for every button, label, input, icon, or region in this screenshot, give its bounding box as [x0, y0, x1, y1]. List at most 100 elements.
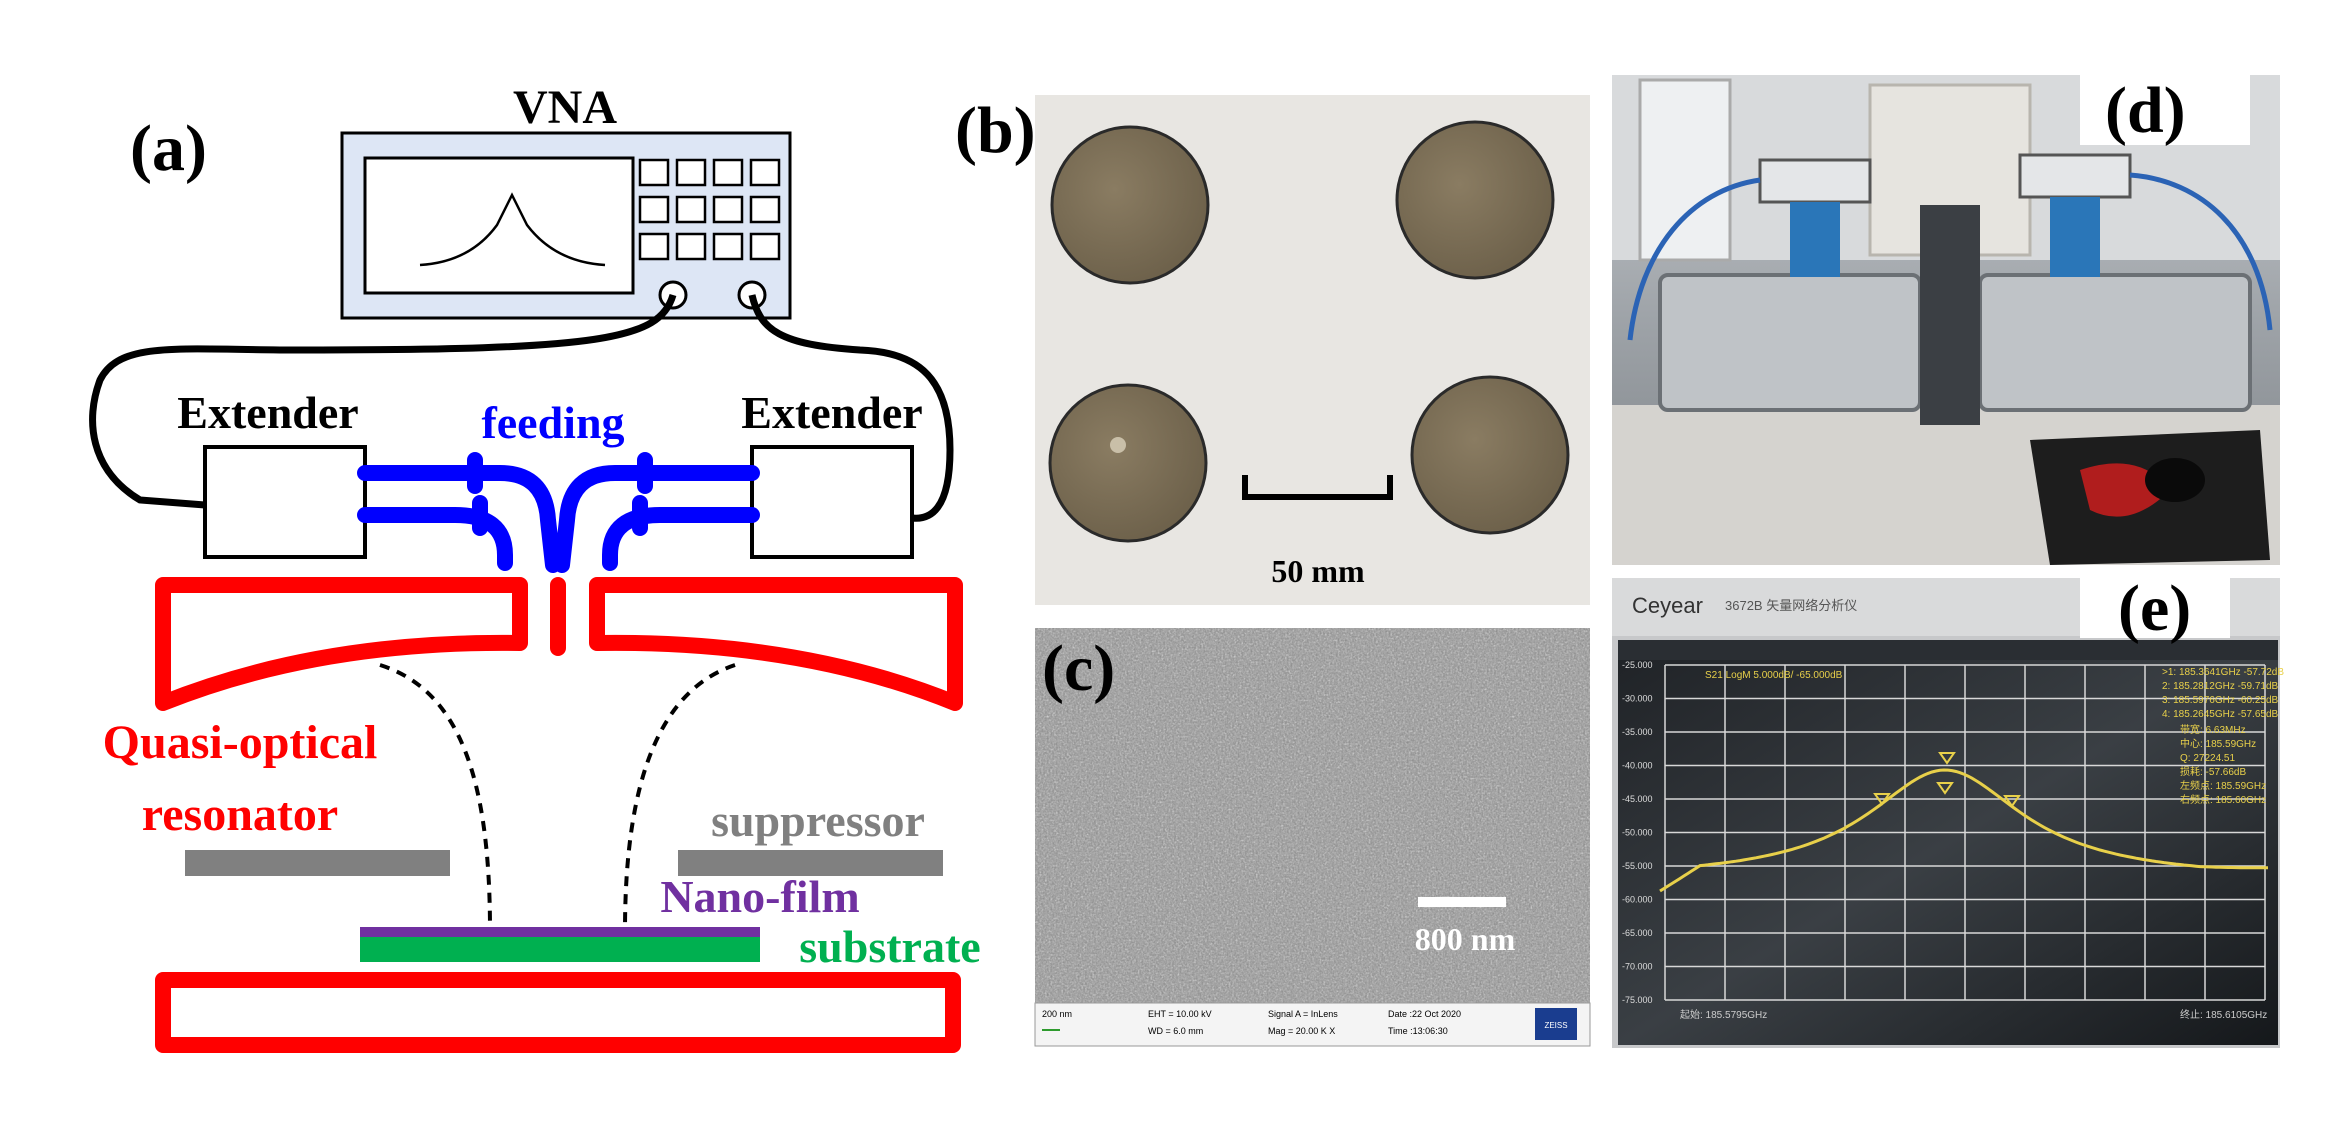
sample-scale-bar [1242, 475, 1393, 500]
vna-instrument: VNA [340, 81, 792, 320]
substrate-label: substrate [799, 921, 980, 972]
sem-footer-wd: WD = 6.0 mm [1148, 1026, 1203, 1036]
vna-y-tick-label: -75.000 [1622, 995, 1653, 1005]
panel-label-b: (b) [955, 94, 1036, 167]
extender-left-label: Extender [177, 387, 358, 438]
resonator-label-line2: resonator [142, 788, 338, 841]
vna-marker-4: 4: 185.2645GHz -57.65dB [2162, 709, 2279, 720]
panel-label-d: (d) [2105, 74, 2186, 147]
cable-left [89, 293, 677, 509]
beam-left [379, 663, 492, 931]
vna-brand: Ceyear [1632, 593, 1703, 618]
vna-start-label: 起始: 185.5795GHz [1680, 1008, 1767, 1021]
sem-panel: 200 nm EHT = 10.00 kV WD = 6.0 mm Signal… [1034, 628, 1591, 1047]
suppressor-right [678, 850, 943, 876]
sem-footer-signal: Signal A = InLens [1268, 1009, 1338, 1019]
sem-footer-mag: Mag = 20.00 K X [1268, 1026, 1335, 1036]
sem-footer-bar [1034, 1002, 1591, 1047]
sample-photo-panel: 50 mm (b) [955, 94, 1590, 605]
vna-stop-label: 终止: 185.6105GHz [2180, 1008, 2267, 1021]
extender-unit-left [1758, 158, 1872, 204]
zeiss-logo-text: ZEISS [1544, 1021, 1567, 1030]
zeiss-logo [1535, 1008, 1577, 1040]
vna-y-tick-label: -50.000 [1622, 828, 1653, 838]
mouse [2145, 458, 2205, 502]
vna-y-tick-label: -30.000 [1622, 694, 1653, 704]
sem-footer-eht: EHT = 10.00 kV [1148, 1009, 1212, 1019]
flight-case-right [1978, 273, 2252, 412]
vna-stat-1: 带宽: 6.63MHz [2180, 723, 2246, 736]
sem-image [1035, 628, 1590, 1003]
suppressor-label: suppressor [711, 795, 925, 846]
panel-label-a: (a) [130, 112, 207, 185]
vna-y-tick-label: -25.000 [1622, 660, 1653, 670]
vna-trace-label: S21 LogM 5.000dB/ -65.000dB [1705, 670, 1843, 681]
vna-y-ticks: -25.000 -30.000 -35.000 -40.000 -45.000 -50.0… [1622, 660, 1653, 1005]
sample-disc-2 [1395, 120, 1555, 280]
cable-blue-left [1627, 177, 1761, 341]
suppressor-left [185, 850, 450, 876]
mount-right [2050, 197, 2100, 277]
extender-right [750, 445, 914, 559]
vna-marker-triangle [2003, 795, 2021, 808]
vna-y-tick-label: -65.000 [1622, 928, 1653, 938]
schematic-panel: (a) VNA Extender Extender [89, 81, 981, 1053]
vna-stat-4: 损耗: -57.66dB [2180, 765, 2246, 778]
sample-disc-1 [1050, 125, 1210, 285]
sem-footer-time: Time :13:06:30 [1388, 1026, 1448, 1036]
sem-scale-bar [1418, 897, 1506, 907]
vna-y-tick-label: -40.000 [1622, 761, 1653, 771]
substrate [360, 937, 760, 962]
extender-right-label: Extender [741, 387, 922, 438]
vna-markers [1873, 752, 2021, 808]
vna-stat-5: 左频点: 185.59GHz [2180, 779, 2266, 792]
feeding-label: feeding [481, 397, 624, 448]
sample-disc-3-mark [1110, 437, 1126, 453]
vna-marker-3: 3: 185.5976GHz -60.25dB [2162, 695, 2279, 706]
vna-label: VNA [513, 81, 617, 134]
vna-marker-triangle [1873, 793, 1891, 806]
vna-display-peak [419, 192, 606, 267]
quasi-optical-resonator [155, 577, 963, 1053]
vna-y-tick-label: -45.000 [1622, 794, 1653, 804]
vna-marker-triangle [1938, 752, 1956, 765]
panel-label-e-bg [2080, 578, 2230, 638]
vna-y-tick-label: -60.000 [1622, 895, 1653, 905]
sample-disc-4 [1410, 375, 1570, 535]
vna-marker-2: 2: 185.2812GHz -59.71dB [2162, 681, 2279, 692]
extender-left [203, 445, 367, 559]
sample-disc-3 [1048, 383, 1208, 543]
mount-left [1790, 202, 1840, 277]
vna-stat-3: Q: 27224.51 [2180, 753, 2235, 764]
cable-blue-right [2129, 172, 2273, 331]
sem-footer-date: Date :22 Oct 2020 [1388, 1009, 1461, 1019]
nanofilm [360, 927, 760, 937]
vna-stat-6: 右频点: 185.60GHz [2180, 793, 2266, 806]
vna-y-tick-label: -70.000 [1622, 962, 1653, 972]
panel-label-e: (e) [2118, 572, 2191, 645]
vna-screen [1618, 640, 2278, 1045]
vna-stat-2: 中心: 185.59GHz [2180, 737, 2256, 750]
extender-unit-right [2018, 153, 2132, 199]
feeding-network [357, 452, 760, 573]
vna-keypad [638, 158, 781, 261]
panel-label-d-bg [2080, 75, 2250, 145]
cable-right [748, 294, 954, 522]
flight-case-left [1658, 273, 1922, 412]
vna-screen-panel: Ceyear 3672B 矢量网络分析仪 -25.000 -30.000 -35.0… [1612, 572, 2284, 1048]
vna-marker-triangle [1936, 782, 1954, 795]
vna-menu-bar [1618, 640, 2278, 660]
vna-model: 3672B 矢量网络分析仪 [1725, 598, 1857, 613]
sem-footer-scale: 200 nm [1042, 1009, 1072, 1019]
resonator-label-line1: Quasi-optical [103, 716, 378, 769]
vna-trace [1659, 768, 2268, 893]
resonator-rig [1920, 205, 1980, 425]
lab-photo-panel: (d) [1612, 74, 2280, 565]
lab-window [1638, 78, 1732, 262]
nanofilm-label: Nano-film [660, 871, 859, 922]
vna-y-tick-label: -35.000 [1622, 727, 1653, 737]
vna-grid [1664, 664, 2266, 1001]
vna-display [363, 156, 635, 295]
panel-label-c: (c) [1042, 632, 1115, 705]
